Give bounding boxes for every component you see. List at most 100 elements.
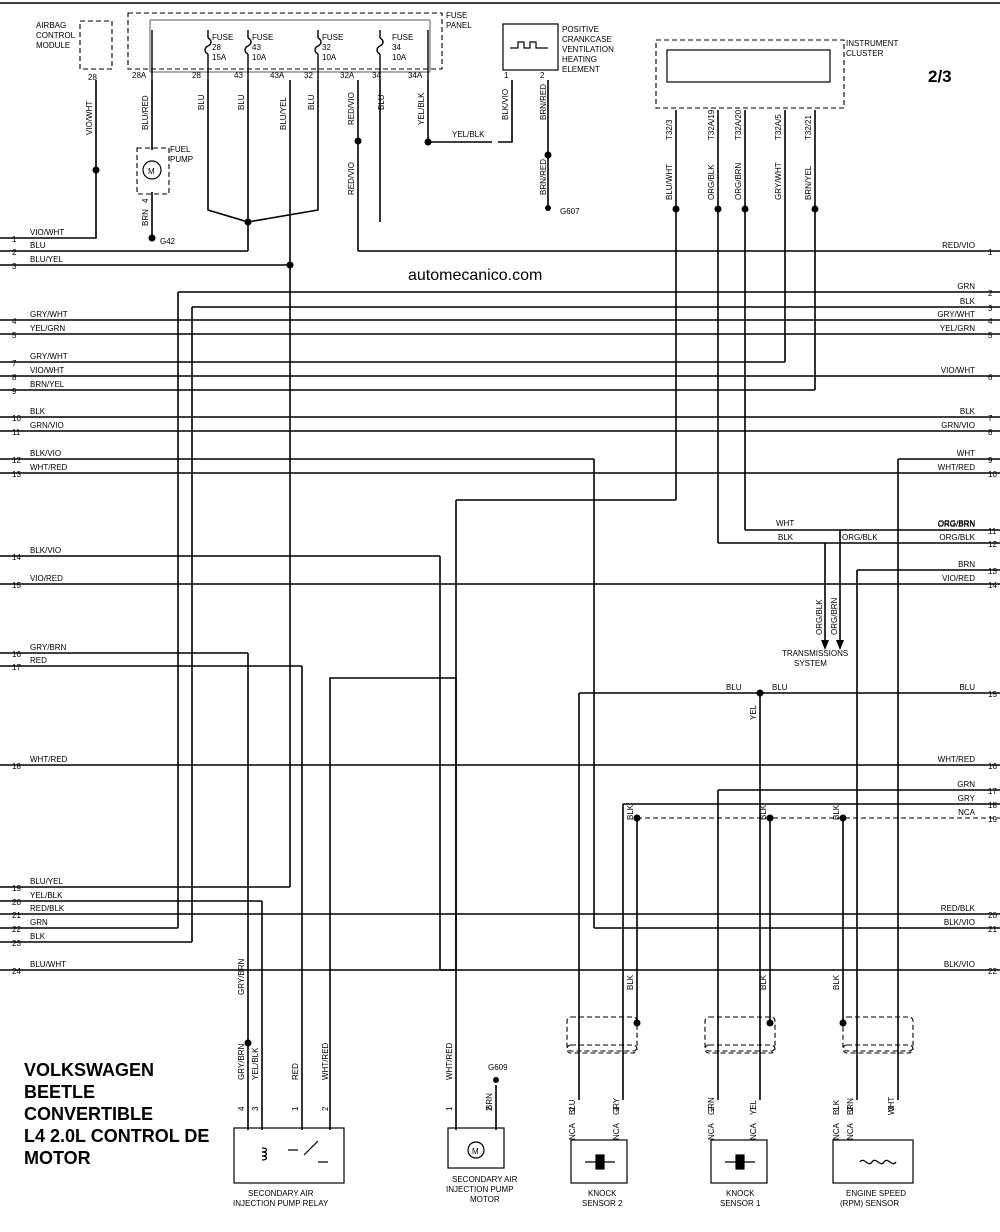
vertical-wire-label: BRN xyxy=(141,209,150,226)
left-row-number: 1 xyxy=(12,235,17,244)
left-row-label: RED/BLK xyxy=(30,904,65,913)
right-row-label: ORG/BLK xyxy=(939,533,975,542)
fuse-pin: 28 xyxy=(192,71,201,80)
left-row-label: BLU/YEL xyxy=(30,877,63,886)
component-boxes xyxy=(142,19,914,1184)
right-row-label: BLK xyxy=(960,297,976,306)
vertical-wire-label: BLU/WHT xyxy=(665,164,674,200)
fuse-panel-label: PANEL xyxy=(446,21,472,30)
wire-network xyxy=(0,80,1000,1130)
pin-number: 4 xyxy=(237,1106,246,1111)
right-row-label: GRN xyxy=(957,282,975,291)
fuse-num: 43 xyxy=(252,43,261,52)
left-row-label: WHT/RED xyxy=(30,755,68,764)
fuse-pin: 34 xyxy=(372,71,381,80)
motor-symbol: M xyxy=(148,167,155,176)
right-row-number: 12 xyxy=(988,540,997,549)
wire-label: ORG/BRN xyxy=(938,519,976,528)
ground-label: G42 xyxy=(160,237,176,246)
vertical-wire-label: BRN/YEL xyxy=(804,165,813,200)
left-row-label: WHT/RED xyxy=(30,463,68,472)
knock2-label: SENSOR 2 xyxy=(582,1199,623,1208)
pcv-label: HEATING xyxy=(562,55,597,64)
right-row-label: BLK/VIO xyxy=(944,960,975,969)
wire-label: YEL/BLK xyxy=(452,130,485,139)
cluster-pin: T32A/19 xyxy=(707,109,716,140)
vertical-wire-label: WHT/RED xyxy=(445,1042,454,1080)
diagram-labels: 2/3 automecanico.com AIRBAG CONTROL MODU… xyxy=(24,11,976,1208)
fuse-symbols xyxy=(151,30,429,80)
pin-number: 1 xyxy=(445,1106,454,1111)
relay-label: INJECTION PUMP RELAY xyxy=(233,1199,329,1208)
left-row-number: 23 xyxy=(12,939,21,948)
left-row-number: 9 xyxy=(12,387,17,396)
pcv-label: CRANKCASE xyxy=(562,35,612,44)
pin-number: 1 xyxy=(749,1106,758,1111)
vertical-wire-label: YEL xyxy=(749,704,758,720)
fuse-amp: 10A xyxy=(392,53,407,62)
left-row-label: BLU/YEL xyxy=(30,255,63,264)
vertical-wire-label: BLU xyxy=(377,94,386,110)
vertical-wire-label: BLU xyxy=(197,94,206,110)
wire-label: WHT xyxy=(776,519,794,528)
fuse-name: FUSE xyxy=(392,33,413,42)
right-row-label: NCA xyxy=(958,808,976,817)
right-row-label: GRY xyxy=(958,794,976,803)
right-row-label: WHT xyxy=(957,449,975,458)
left-row-number: 20 xyxy=(12,898,21,907)
wire-label: BLK xyxy=(778,533,794,542)
vertical-wire-label: BLK xyxy=(832,1099,841,1115)
cluster-pin: T32/21 xyxy=(804,115,813,140)
relay-label: SECONDARY AIR xyxy=(248,1189,314,1198)
right-row-number: 17 xyxy=(988,787,997,796)
vertical-wire-label: 4 xyxy=(141,198,150,203)
pin-number: 2 xyxy=(707,1106,716,1111)
fuse-name: FUSE xyxy=(212,33,233,42)
vertical-wire-label: BRN/RED xyxy=(539,84,548,120)
left-row-number: 5 xyxy=(12,331,17,340)
knock1-label: SENSOR 1 xyxy=(720,1199,761,1208)
fuse-amp: 10A xyxy=(322,53,337,62)
pin-number: 1 xyxy=(832,1106,841,1111)
vertical-wire-label: RED/VIO xyxy=(347,92,356,125)
left-connector-rows: 1VIO/WHT2BLU3BLU/YEL4GRY/WHT5YEL/GRN7GRY… xyxy=(12,228,68,976)
right-row-label: RED/VIO xyxy=(942,241,975,250)
left-row-number: 10 xyxy=(12,414,21,423)
cluster-label: CLUSTER xyxy=(846,49,884,58)
left-row-label: BRN/YEL xyxy=(30,380,65,389)
left-row-label: BLU xyxy=(30,241,46,250)
right-row-label: BLK xyxy=(960,407,976,416)
airbag-label: MODULE xyxy=(36,41,70,50)
right-row-label: BLK/VIO xyxy=(944,918,975,927)
vertical-wire-label: GRY/WHT xyxy=(774,162,783,200)
left-row-number: 19 xyxy=(12,884,21,893)
left-row-number: 16 xyxy=(12,650,21,659)
ground-label: G609 xyxy=(488,1063,508,1072)
left-row-number: 3 xyxy=(12,262,17,271)
wire-label: ORG/BLK xyxy=(842,533,878,542)
left-row-label: YEL/BLK xyxy=(30,891,63,900)
title-line: VOLKSWAGEN xyxy=(24,1060,154,1080)
left-row-label: BLK xyxy=(30,407,46,416)
vertical-wire-label: YEL/BLK xyxy=(251,1047,260,1080)
left-row-label: GRN xyxy=(30,918,48,927)
left-row-number: 17 xyxy=(12,663,21,672)
pin-number: 2 xyxy=(485,1106,494,1111)
fuse-pin: 32 xyxy=(304,71,313,80)
pin-number: 1 xyxy=(612,1106,621,1111)
fuse-name: FUSE xyxy=(322,33,343,42)
airbag-label: AIRBAG xyxy=(36,21,66,30)
fuse-pin: 32A xyxy=(340,71,355,80)
vertical-wire-label: BLK xyxy=(626,974,635,990)
vertical-wire-label: RED xyxy=(291,1063,300,1080)
vertical-wire-label: BRN xyxy=(846,1098,855,1115)
airbag-pin: 28 xyxy=(88,73,97,82)
pump-motor-label: MOTOR xyxy=(470,1195,500,1204)
vertical-wire-label: BLU/YEL xyxy=(279,97,288,130)
right-row-label: YEL/GRN xyxy=(940,324,975,333)
right-row-number: 19 xyxy=(988,815,997,824)
right-connector-rows: 1RED/VIO2GRN3BLK4GRY/WHT5YEL/GRN6VIO/WHT… xyxy=(937,241,997,976)
right-row-label: GRN/VIO xyxy=(941,421,975,430)
